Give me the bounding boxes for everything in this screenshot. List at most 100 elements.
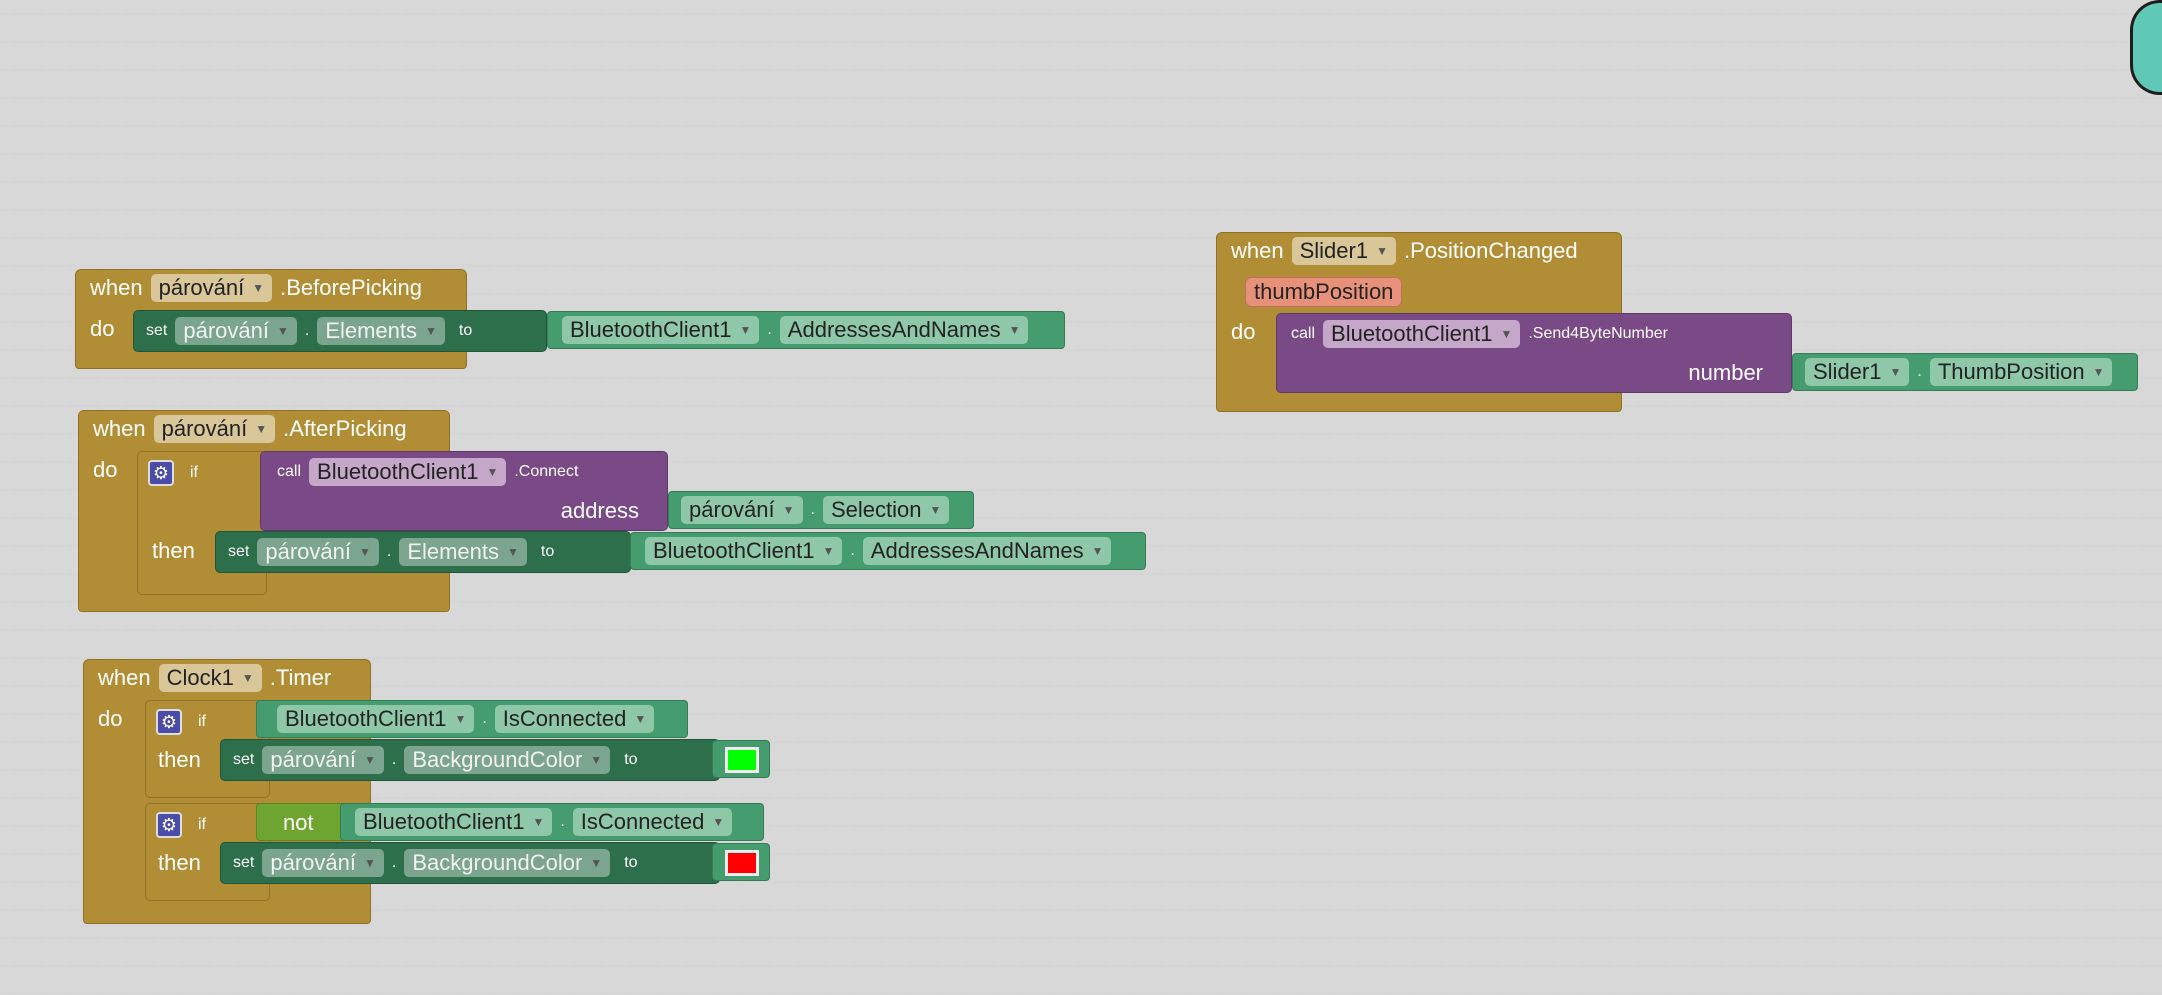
- component-dropdown[interactable]: BluetoothClient1▼: [309, 458, 507, 486]
- property-dropdown[interactable]: BackgroundColor▼: [404, 849, 611, 877]
- if-label: if: [198, 713, 206, 730]
- gear-icon[interactable]: ⚙: [156, 812, 182, 838]
- chevron-down-icon: ▼: [454, 712, 467, 726]
- color-swatch-red[interactable]: [725, 850, 759, 876]
- component-dropdown[interactable]: BluetoothClient1▼: [1323, 320, 1521, 348]
- set-label: set: [146, 322, 168, 339]
- chevron-down-icon: ▼: [486, 465, 499, 479]
- not-block[interactable]: not: [256, 803, 346, 841]
- chevron-down-icon: ▼: [929, 503, 942, 517]
- set-label: set: [233, 854, 255, 871]
- component-dropdown[interactable]: BluetoothClient1▼: [355, 808, 553, 836]
- property-dropdown[interactable]: Elements▼: [317, 317, 445, 345]
- event-name: .BeforePicking: [280, 275, 422, 300]
- property-dropdown[interactable]: IsConnected▼: [572, 808, 733, 836]
- do-label: do: [1231, 319, 1256, 344]
- set-label: set: [228, 543, 250, 560]
- component-dropdown[interactable]: BluetoothClient1▼: [562, 316, 760, 344]
- property-dropdown[interactable]: IsConnected▼: [494, 705, 655, 733]
- chevron-down-icon: ▼: [590, 753, 603, 767]
- getter-block[interactable]: BluetoothClient1▼ . IsConnected▼: [256, 700, 688, 738]
- then-label: then: [158, 850, 201, 875]
- property-dropdown[interactable]: ThumbPosition▼: [1929, 358, 2113, 386]
- gear-icon[interactable]: ⚙: [156, 709, 182, 735]
- chevron-down-icon: ▼: [2092, 365, 2105, 379]
- getter-block[interactable]: párování▼ . Selection▼: [668, 491, 974, 529]
- dot: .: [391, 854, 397, 871]
- chevron-down-icon: ▼: [507, 545, 519, 559]
- chevron-down-icon: ▼: [739, 323, 752, 337]
- getter-block[interactable]: Slider1▼ . ThumbPosition▼: [1792, 353, 2138, 391]
- chevron-down-icon: ▼: [822, 544, 835, 558]
- event-name: .PositionChanged: [1403, 238, 1578, 263]
- dot: .: [1917, 363, 1922, 380]
- gear-icon[interactable]: ⚙: [148, 460, 174, 486]
- component-dropdown[interactable]: párování▼: [262, 849, 384, 877]
- property-dropdown[interactable]: AddressesAndNames▼: [862, 537, 1112, 565]
- then-label: then: [152, 538, 195, 563]
- method-name: .Connect: [514, 463, 579, 480]
- chevron-down-icon: ▼: [252, 281, 265, 295]
- component-dropdown[interactable]: párování▼: [175, 317, 297, 345]
- set-block[interactable]: set párování▼ . BackgroundColor▼ to: [220, 842, 720, 884]
- color-swatch-green[interactable]: [725, 747, 759, 773]
- set-label: set: [233, 751, 255, 768]
- do-label: do: [93, 457, 118, 482]
- color-block[interactable]: [712, 843, 770, 881]
- event-name: .AfterPicking: [283, 416, 407, 441]
- number-label: number: [1688, 360, 1763, 385]
- dot: .: [810, 501, 815, 518]
- trash-can-icon[interactable]: [2130, 0, 2162, 95]
- component-dropdown[interactable]: Slider1▼: [1805, 358, 1910, 386]
- chevron-down-icon: ▼: [1889, 365, 1902, 379]
- property-dropdown[interactable]: Elements▼: [399, 538, 527, 566]
- component-dropdown[interactable]: párování▼: [257, 538, 379, 566]
- dot: .: [482, 710, 487, 727]
- param-thumb-position[interactable]: thumbPosition: [1245, 277, 1403, 307]
- when-label: when: [93, 416, 146, 441]
- getter-block[interactable]: BluetoothClient1▼ . AddressesAndNames▼: [630, 532, 1146, 570]
- call-connect-block[interactable]: call BluetoothClient1▼ .Connect address: [260, 451, 668, 531]
- if-then-block[interactable]: ⚙ if then: [145, 700, 270, 798]
- component-dropdown[interactable]: párování▼: [150, 274, 273, 302]
- call-send-block[interactable]: call BluetoothClient1▼ .Send4ByteNumber …: [1276, 313, 1792, 393]
- property-dropdown[interactable]: Selection▼: [822, 496, 950, 524]
- if-then-block[interactable]: ⚙ if then: [137, 451, 267, 595]
- dot: .: [560, 813, 565, 830]
- component-dropdown[interactable]: párování▼: [262, 746, 384, 774]
- getter-block[interactable]: BluetoothClient1▼ . AddressesAndNames▼: [547, 311, 1065, 349]
- dot: .: [850, 542, 855, 559]
- color-block[interactable]: [712, 740, 770, 778]
- do-label: do: [90, 316, 115, 341]
- component-dropdown[interactable]: párování▼: [153, 415, 276, 443]
- chevron-down-icon: ▼: [425, 324, 437, 338]
- component-dropdown[interactable]: BluetoothClient1▼: [277, 705, 475, 733]
- dot: .: [386, 543, 392, 560]
- do-label: do: [98, 706, 123, 731]
- set-block[interactable]: set párování▼ . Elements▼ to: [133, 310, 547, 352]
- component-dropdown[interactable]: párování▼: [681, 496, 803, 524]
- call-label: call: [1291, 325, 1316, 342]
- chevron-down-icon: ▼: [363, 856, 376, 870]
- property-dropdown[interactable]: AddressesAndNames▼: [779, 316, 1029, 344]
- method-name: .Send4ByteNumber: [1528, 325, 1668, 342]
- component-dropdown[interactable]: Clock1▼: [158, 664, 262, 692]
- if-label: if: [198, 816, 206, 833]
- then-label: then: [158, 747, 201, 772]
- chevron-down-icon: ▼: [276, 324, 289, 338]
- chevron-down-icon: ▼: [712, 815, 725, 829]
- getter-block[interactable]: BluetoothClient1▼ . IsConnected▼: [340, 803, 764, 841]
- chevron-down-icon: ▼: [358, 545, 371, 559]
- set-block[interactable]: set párování▼ . Elements▼ to: [215, 531, 631, 573]
- chevron-down-icon: ▼: [363, 753, 376, 767]
- component-dropdown[interactable]: BluetoothClient1▼: [645, 537, 843, 565]
- dot: .: [304, 322, 310, 339]
- component-dropdown[interactable]: Slider1▼: [1291, 237, 1396, 265]
- chevron-down-icon: ▼: [590, 856, 603, 870]
- chevron-down-icon: ▼: [1008, 323, 1021, 337]
- set-block[interactable]: set párování▼ . BackgroundColor▼ to: [220, 739, 720, 781]
- to-label: to: [624, 854, 638, 871]
- when-label: when: [90, 275, 143, 300]
- property-dropdown[interactable]: BackgroundColor▼: [404, 746, 611, 774]
- address-label: address: [560, 498, 639, 523]
